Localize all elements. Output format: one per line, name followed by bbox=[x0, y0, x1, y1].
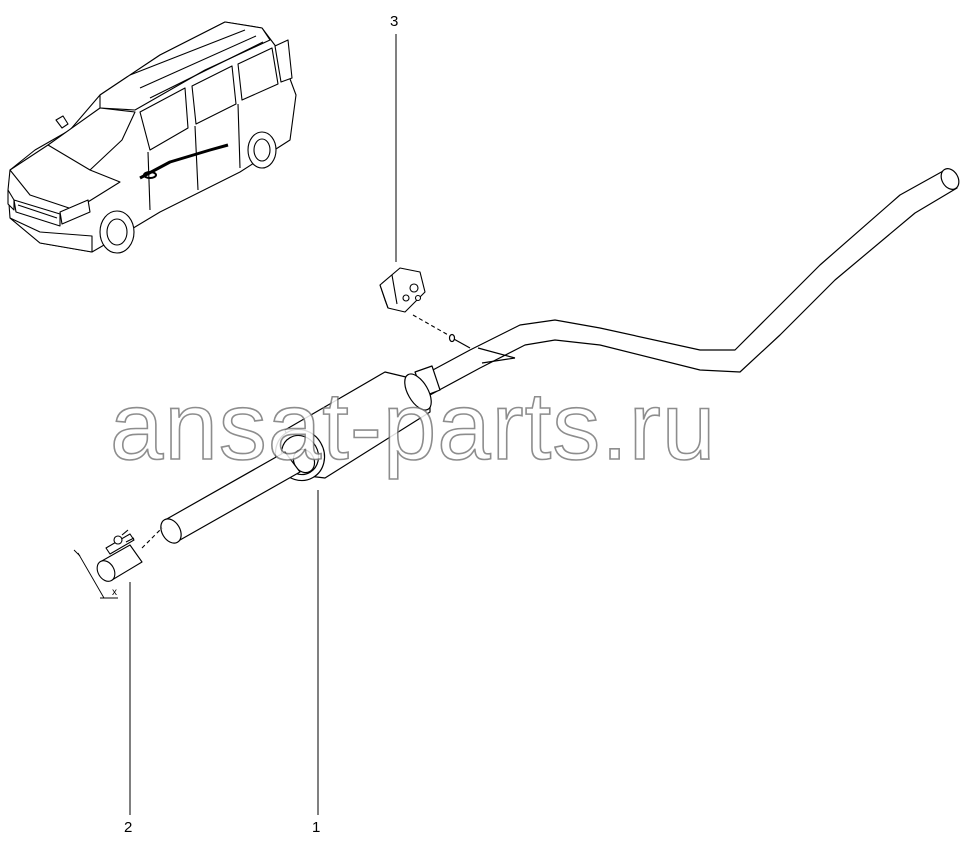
clamp-icon bbox=[96, 527, 163, 582]
callout-2: 2 bbox=[124, 819, 133, 836]
callout-1: 1 bbox=[312, 819, 321, 836]
tail-pipe bbox=[417, 168, 960, 396]
front-pipe bbox=[160, 451, 301, 544]
rubber-hanger-icon bbox=[379, 267, 451, 337]
axis-x-label: x bbox=[112, 587, 117, 598]
car-icon bbox=[7, 21, 297, 254]
leader-lines bbox=[129, 34, 397, 815]
watermark: ansat-parts.ru bbox=[109, 372, 717, 481]
callout-3: 3 bbox=[390, 13, 399, 30]
muffler-icon bbox=[274, 365, 441, 482]
axis-marker bbox=[73, 549, 118, 599]
